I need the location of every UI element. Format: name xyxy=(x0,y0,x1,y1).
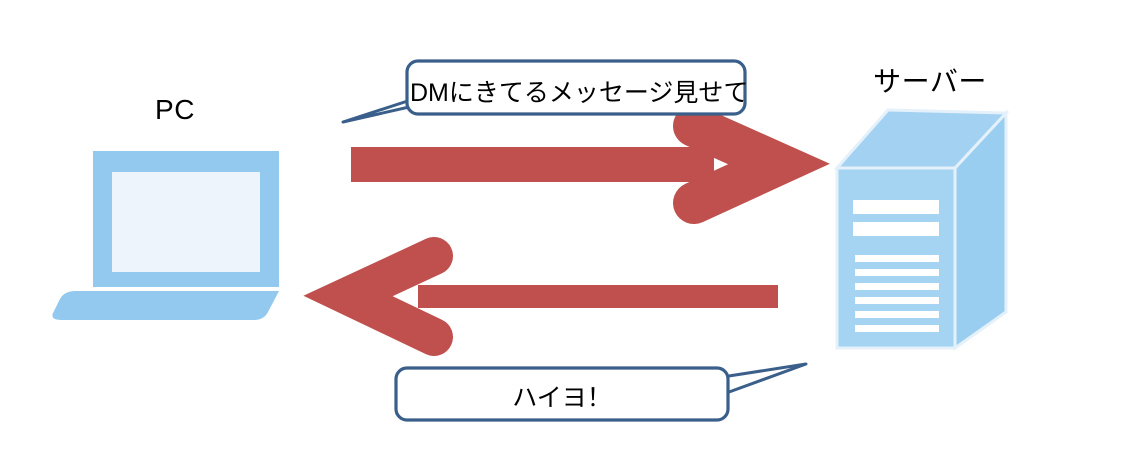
request-bubble-text: DMにきてるメッセージ見せて xyxy=(410,79,749,107)
server-vent-slot xyxy=(855,269,939,276)
server-tower-icon xyxy=(833,108,1010,351)
request-arrow-head xyxy=(673,105,830,224)
response-bubble-body xyxy=(394,366,730,422)
server-vent-slot xyxy=(855,283,939,290)
response-bubble-text: ハイヨ！ xyxy=(512,384,612,412)
laptop-icon xyxy=(52,151,280,320)
response-arrow-head xyxy=(303,237,453,356)
request-arrow-shaft xyxy=(351,147,714,182)
request-bubble[interactable] xyxy=(341,59,747,124)
server-vent-slot xyxy=(855,325,939,332)
server-label: サーバー xyxy=(873,66,987,97)
pc-label: PC xyxy=(155,94,195,125)
server-vent-slot xyxy=(855,311,939,318)
server-vent-slot xyxy=(855,297,939,304)
laptop-screen xyxy=(112,172,260,272)
response-arrow-shaft xyxy=(418,285,778,308)
request-bubble-body xyxy=(405,59,747,116)
server-vent-slot xyxy=(855,255,939,262)
request-arrow-icon xyxy=(351,105,830,224)
response-arrow-icon xyxy=(303,237,778,356)
server-bay-slot xyxy=(853,222,939,236)
laptop-base xyxy=(52,291,280,320)
response-bubble[interactable] xyxy=(394,362,808,422)
server-bay-slot xyxy=(853,200,939,214)
